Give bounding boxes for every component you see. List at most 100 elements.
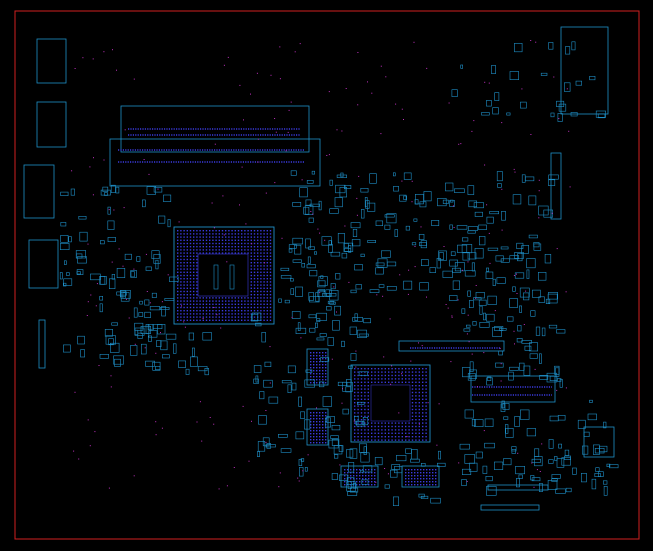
bga-pad (253, 246, 256, 248)
small-component (497, 183, 502, 188)
bga-pad (231, 242, 233, 245)
bga-pad (183, 236, 185, 238)
small-component (288, 244, 297, 249)
bga-pad (205, 249, 208, 251)
bga-pad (241, 297, 243, 299)
bga-pad (189, 297, 192, 299)
bga-pad (266, 252, 268, 254)
via (407, 293, 409, 295)
via (356, 214, 358, 216)
small-component (473, 297, 482, 301)
bga-pad (177, 239, 179, 241)
bga-pad (212, 297, 214, 299)
bga-pad (411, 425, 414, 428)
bga-pad (319, 367, 321, 369)
bga-pad (263, 300, 265, 302)
bga-pad (253, 274, 256, 277)
bga-pad (347, 469, 349, 471)
bga-pad (394, 425, 397, 428)
via (475, 285, 477, 286)
small-component (304, 205, 314, 215)
bga-pad (344, 472, 346, 474)
small-component (500, 258, 510, 263)
bga-pad (414, 481, 416, 483)
left-connectors (23, 38, 67, 369)
bga-pad (228, 316, 230, 318)
bga-pad (193, 300, 195, 302)
bga-pad (425, 415, 427, 417)
bga-pad (186, 310, 188, 312)
bga-pad (253, 258, 256, 261)
bga-pad (322, 352, 324, 354)
bga-pad (209, 319, 211, 321)
small-component (454, 262, 465, 272)
small-component (309, 327, 316, 333)
small-component (327, 337, 334, 346)
small-component (100, 276, 107, 285)
small-component (362, 465, 373, 473)
bga-pad (205, 316, 208, 318)
small-component (297, 322, 301, 331)
bga-pad (411, 412, 414, 414)
via (483, 430, 485, 432)
small-component (474, 419, 484, 428)
small-component (142, 199, 146, 208)
bga-pad (250, 287, 252, 289)
small-component (63, 344, 71, 353)
bga-pad (418, 402, 420, 404)
small-component (326, 292, 337, 297)
via (341, 402, 343, 404)
bga-pad (186, 297, 188, 299)
small-component (345, 379, 352, 387)
bga-pad (374, 374, 376, 377)
bga-pad (422, 405, 424, 407)
bga-pad (316, 382, 318, 384)
bga-pad (377, 381, 380, 383)
bga-pad (319, 358, 321, 360)
bga-pad (225, 246, 227, 248)
via (530, 40, 532, 41)
bga-pad (364, 439, 366, 441)
bga-pad (269, 290, 272, 293)
via-dots (71, 40, 571, 490)
bga-pad (408, 475, 410, 477)
small-component (145, 324, 150, 334)
bga-pad (381, 439, 383, 441)
via (108, 209, 110, 211)
via (71, 170, 73, 172)
bga-pad (221, 252, 224, 254)
via (355, 366, 357, 368)
small-component (551, 478, 558, 482)
small-component (331, 473, 338, 480)
bga-pad (266, 242, 268, 245)
small-component (525, 176, 535, 182)
bga-pad (364, 381, 366, 383)
via (467, 261, 469, 263)
bga-pad (193, 313, 195, 315)
bga-pad (205, 233, 208, 235)
bga-pad (257, 274, 259, 277)
small-component (570, 112, 578, 117)
via (384, 468, 386, 469)
small-component (491, 65, 496, 75)
bga-pad (401, 381, 403, 383)
bga-pad (408, 436, 410, 438)
bga-pad (425, 429, 427, 431)
via (118, 248, 120, 250)
via (94, 431, 96, 433)
bga-pad (374, 371, 376, 373)
bga-pad (418, 371, 420, 373)
via (339, 464, 341, 466)
bga-pad (193, 239, 195, 241)
bga-pad (269, 233, 272, 235)
bga-pad (189, 262, 192, 264)
bga-pad (215, 249, 217, 251)
bga-pad (269, 271, 272, 273)
bga-pad (408, 469, 410, 471)
bga-pad (360, 405, 363, 407)
bga-pad (325, 364, 327, 366)
bga-pad (212, 306, 214, 309)
small-component (479, 321, 490, 328)
bga-pad (371, 436, 373, 438)
bga-pad (221, 303, 224, 305)
